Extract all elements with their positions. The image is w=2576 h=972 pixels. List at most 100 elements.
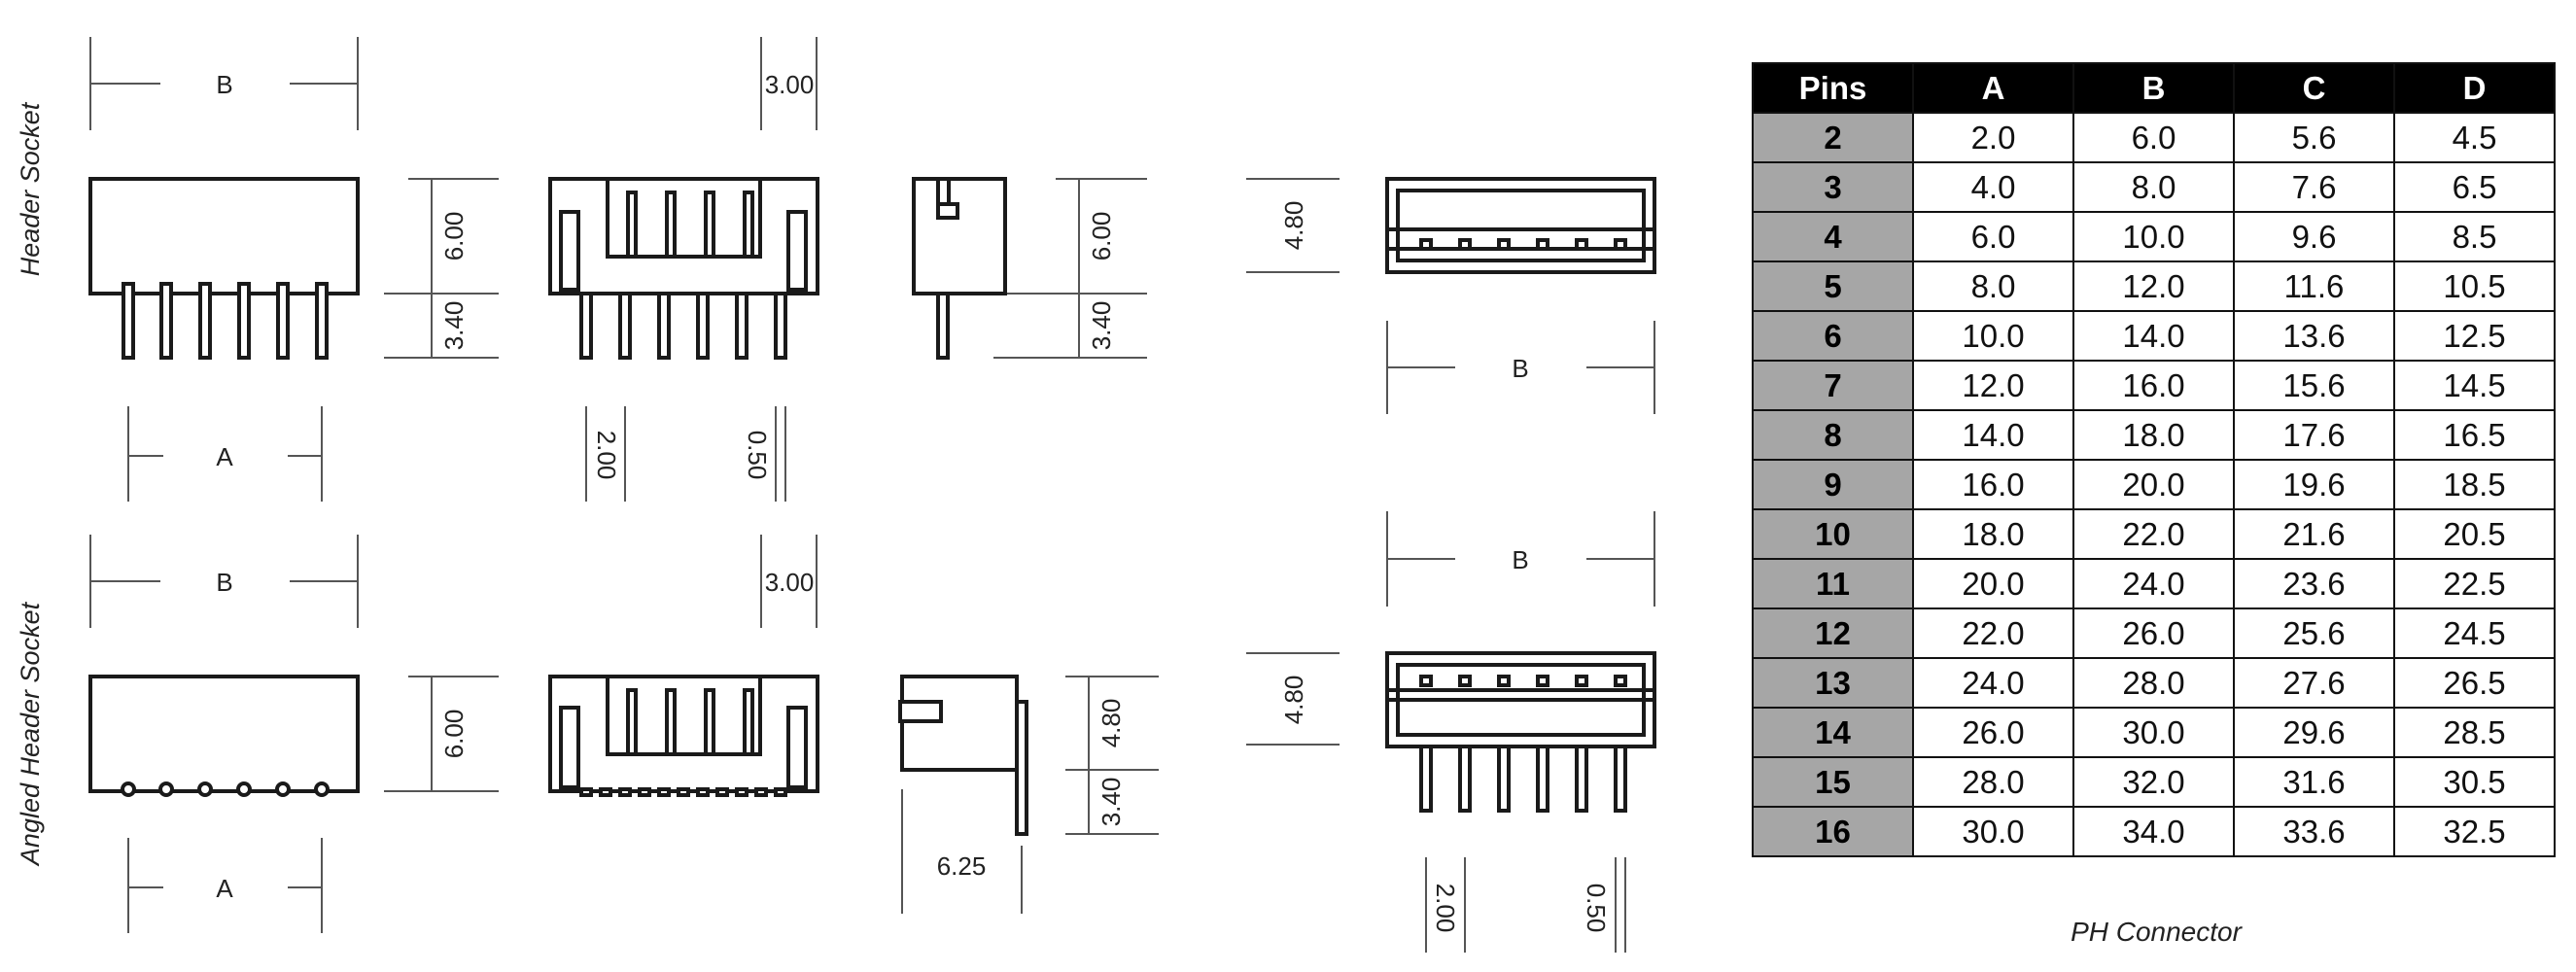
- dim-600-bottom-label: 6.00: [439, 710, 469, 759]
- dimension-cell: 24.0: [1912, 657, 2074, 709]
- dim-b-top-plan-label: B: [1512, 354, 1528, 383]
- angled-top-latch-pins: [626, 688, 754, 756]
- pin-count-cell: 14: [1752, 707, 1914, 758]
- dimension-cell: 16.0: [2072, 360, 2235, 411]
- dimension-cell: 14.0: [2072, 310, 2235, 362]
- dimension-cell: 18.0: [2072, 409, 2235, 461]
- pin-count-cell: 4: [1752, 211, 1914, 262]
- dimension-cell: 30.0: [2072, 707, 2235, 758]
- dimension-cell: 28.0: [2072, 657, 2235, 709]
- dim-height-side-top: [993, 178, 1147, 359]
- dimension-cell: 31.6: [2233, 756, 2395, 808]
- dim-480-top: [1246, 178, 1340, 273]
- dimension-cell: 15.6: [2233, 360, 2395, 411]
- dimension-cell: 7.6: [2233, 161, 2395, 213]
- pin-count-cell: 9: [1752, 459, 1914, 510]
- dim-600-top-label: 6.00: [439, 212, 469, 261]
- dim-b-bottom-plan: [1386, 511, 1655, 607]
- dim-340-side-label: 3.40: [1087, 301, 1116, 351]
- dimension-cell: 11.6: [2233, 260, 2395, 312]
- column-header-pins: Pins: [1752, 62, 1914, 114]
- dim-300-top-label: 3.00: [765, 70, 815, 99]
- header-front-view: B A: [88, 37, 360, 502]
- pin-count-cell: 7: [1752, 360, 1914, 411]
- dim-480-side-label: 4.80: [1097, 699, 1126, 748]
- column-header-b: B: [2072, 62, 2235, 114]
- dimension-cell: 5.6: [2233, 112, 2395, 163]
- header-socket-label: Header Socket: [16, 101, 45, 276]
- dim-480-bottom: [1246, 652, 1340, 746]
- pin-count-cell: 3: [1752, 161, 1914, 213]
- dim-a-top-front-label: A: [216, 442, 233, 471]
- dim-480-top-label: 4.80: [1279, 201, 1308, 251]
- angled-top-pin-ends: [579, 787, 787, 797]
- pin-count-cell: 10: [1752, 508, 1914, 560]
- dimension-cell: 30.0: [1912, 806, 2074, 857]
- dimension-cell: 18.5: [2393, 459, 2556, 510]
- dim-height-top: [384, 178, 499, 359]
- dimension-cell: 8.0: [1912, 260, 2074, 312]
- dimension-cell: 6.5: [2393, 161, 2556, 213]
- dimension-cell: 18.0: [1912, 508, 2074, 560]
- dim-a-top-front: [127, 406, 323, 502]
- dimension-cell: 10.0: [1912, 310, 2074, 362]
- dimension-cell: 24.0: [2072, 558, 2235, 609]
- dim-340-top-label: 3.40: [439, 301, 469, 351]
- pin-count-cell: 13: [1752, 657, 1914, 709]
- dimension-cell: 28.0: [1912, 756, 2074, 808]
- angled-front-pins: [121, 781, 330, 797]
- dimension-cell: 33.6: [2233, 806, 2395, 857]
- dim-050-top-label: 0.50: [743, 431, 772, 480]
- dimension-cell: 26.0: [1912, 707, 2074, 758]
- angled-side-view: 4.80 3.40 6.25: [898, 675, 1159, 914]
- dim-a-bottom-front-label: A: [216, 874, 233, 903]
- angled-top-view: 3.00: [548, 535, 819, 797]
- dim-200-bottom: [1425, 857, 1466, 953]
- dimension-cell: 4.5: [2393, 112, 2556, 163]
- dim-050-bottom: [1615, 857, 1626, 953]
- dim-200-top: [585, 406, 626, 502]
- dimension-cell: 10.0: [2072, 211, 2235, 262]
- header-top-latch-pins: [626, 191, 754, 259]
- dimension-cell: 27.6: [2233, 657, 2395, 709]
- dimension-cell: 19.6: [2233, 459, 2395, 510]
- dimension-cell: 12.0: [2072, 260, 2235, 312]
- column-header-a: A: [1912, 62, 2074, 114]
- dim-height-side-bottom: [901, 676, 1159, 914]
- pin-count-cell: 12: [1752, 608, 1914, 659]
- dimension-cell: 6.0: [2072, 112, 2235, 163]
- pin-count-cell: 15: [1752, 756, 1914, 808]
- dimension-cell: 14.0: [1912, 409, 2074, 461]
- dimension-cell: 2.0: [1912, 112, 2074, 163]
- caption: PH Connector: [2071, 917, 2244, 947]
- dimension-cell: 28.5: [2393, 707, 2556, 758]
- dimension-cell: 4.0: [1912, 161, 2074, 213]
- dimension-cell: 8.5: [2393, 211, 2556, 262]
- pin-count-cell: 8: [1752, 409, 1914, 461]
- dim-a-bottom-front: [127, 838, 323, 933]
- dimension-cell: 17.6: [2233, 409, 2395, 461]
- header-top-pins: [579, 292, 787, 360]
- dim-050-top: [775, 406, 786, 502]
- dim-200-top-label: 2.00: [592, 431, 621, 480]
- dim-b-bottom-front: [89, 535, 359, 628]
- dimension-cell: 30.5: [2393, 756, 2556, 808]
- dim-b-bottom-front-label: B: [216, 568, 232, 597]
- dim-b-top-front: [89, 37, 359, 130]
- dimension-cell: 26.0: [2072, 608, 2235, 659]
- angled-plan-pins: [1419, 745, 1627, 813]
- dimension-cell: 16.5: [2393, 409, 2556, 461]
- dimension-cell: 23.6: [2233, 558, 2395, 609]
- dimension-cell: 20.0: [2072, 459, 2235, 510]
